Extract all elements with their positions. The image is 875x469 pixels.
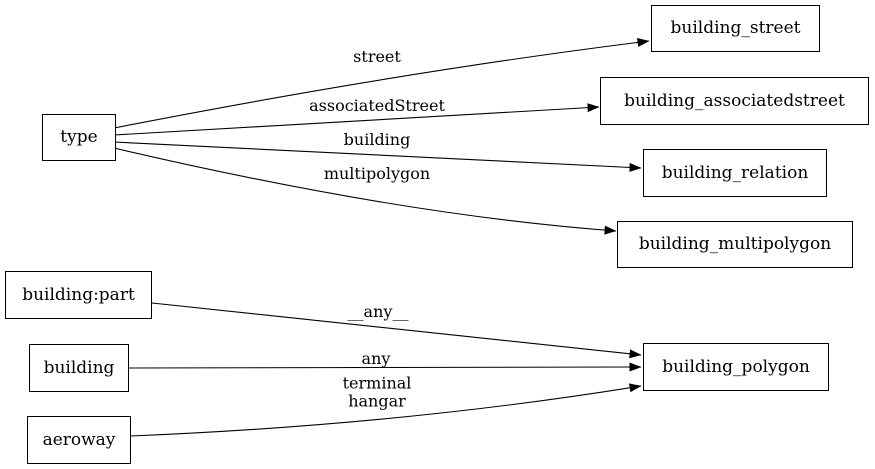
edge-type-building-multipolygon: [113, 147, 617, 235]
edge-aeroway-building-polygon: [130, 383, 642, 437]
edge-label-multipolygon: multipolygon: [323, 163, 431, 183]
node-building-relation: building_relation: [643, 149, 827, 197]
edge-label-terminal-hangar: terminal hangar: [342, 373, 412, 411]
node-aeroway: aeroway: [27, 416, 131, 464]
node-building-part: building:part: [5, 271, 152, 319]
node-building-associatedstreet: building_associatedstreet: [600, 77, 869, 125]
node-building-polygon: building_polygon: [643, 343, 829, 391]
node-building-multipolygon: building_multipolygon: [617, 221, 853, 268]
edge-label-building: building: [343, 129, 411, 149]
edge-label-any-2: __any__: [345, 348, 407, 368]
edge-label-any-1: __any__: [347, 301, 409, 321]
edge-label-street: street: [353, 46, 401, 66]
node-building-street: building_street: [651, 5, 820, 52]
edge-type-building-street: [113, 37, 650, 129]
edge-type-building-associatedstreet: [113, 103, 600, 136]
node-building: building: [29, 344, 129, 392]
edge-building-building-polygon: [128, 362, 642, 372]
node-type: type: [42, 114, 116, 161]
edge-type-building-relation: [113, 141, 642, 172]
edge-buildingpart-building-polygon: [151, 302, 642, 359]
edge-label-associatedstreet: associatedStreet: [309, 95, 445, 115]
